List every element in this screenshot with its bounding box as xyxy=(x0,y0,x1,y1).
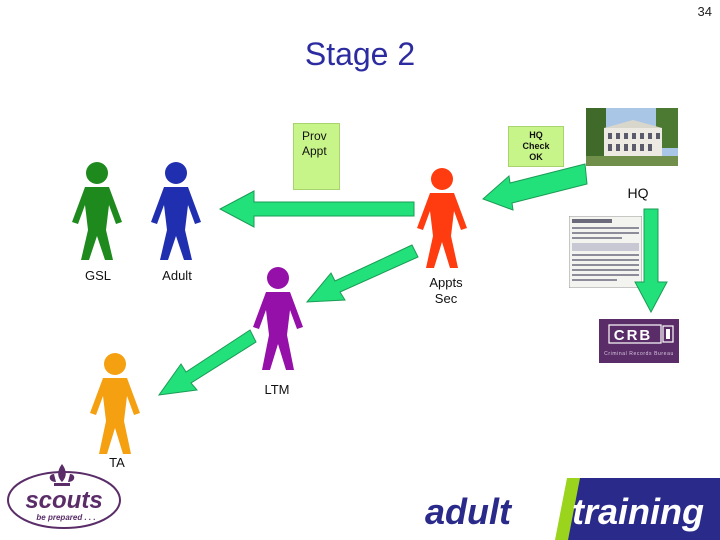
arrow-appts-to-ltm xyxy=(305,244,419,303)
slide-title: Stage 2 xyxy=(304,36,416,72)
ltm-label: LTM xyxy=(264,382,289,397)
adult-label: Adult xyxy=(162,268,192,283)
scouts-logo: scouts be prepared . . . xyxy=(7,464,121,529)
crb-logo-text: CRB xyxy=(614,327,653,344)
gsl-label: GSL xyxy=(85,268,111,283)
prov-appt-line1: Prov xyxy=(302,129,327,143)
hq-check-note: HQ Check OK xyxy=(508,126,564,167)
training-word: training xyxy=(572,491,704,532)
crb-logo: CRB Criminal Records Bureau xyxy=(599,319,679,363)
scouts-word: scouts xyxy=(25,487,102,514)
arrow-ltm-to-ta xyxy=(157,329,257,396)
appts-sec-figure xyxy=(417,168,467,268)
ta-label: TA xyxy=(109,455,125,470)
arrow-hq-to-appts xyxy=(482,163,588,211)
gsl-figure xyxy=(72,162,122,260)
appts-sec-label-line1: Appts xyxy=(429,275,463,290)
hq-check-line2: Check xyxy=(522,141,550,151)
crb-subtitle: Criminal Records Bureau xyxy=(604,351,674,357)
hq-check-line3: OK xyxy=(529,152,543,162)
hq-check-line1: HQ xyxy=(529,130,543,140)
hq-label: HQ xyxy=(628,185,649,201)
hq-building-photo xyxy=(586,108,678,166)
application-form-image xyxy=(569,216,642,288)
arrow-appts-to-adult xyxy=(218,190,415,228)
ta-figure xyxy=(90,353,140,454)
scouts-tagline: be prepared . . . xyxy=(36,513,95,522)
appts-sec-label-line2: Sec xyxy=(435,291,458,306)
ltm-figure xyxy=(253,267,303,370)
prov-appt-note: Prov Appt xyxy=(293,123,340,190)
page-number: 34 xyxy=(697,4,712,19)
adult-word: adult xyxy=(425,491,513,532)
adult-training-banner: adult training xyxy=(425,478,720,540)
prov-appt-line2: Appt xyxy=(302,144,327,158)
fleur-de-lis-icon xyxy=(49,464,75,486)
arrow-hq-to-crb xyxy=(634,208,668,314)
adult-figure xyxy=(151,162,201,260)
